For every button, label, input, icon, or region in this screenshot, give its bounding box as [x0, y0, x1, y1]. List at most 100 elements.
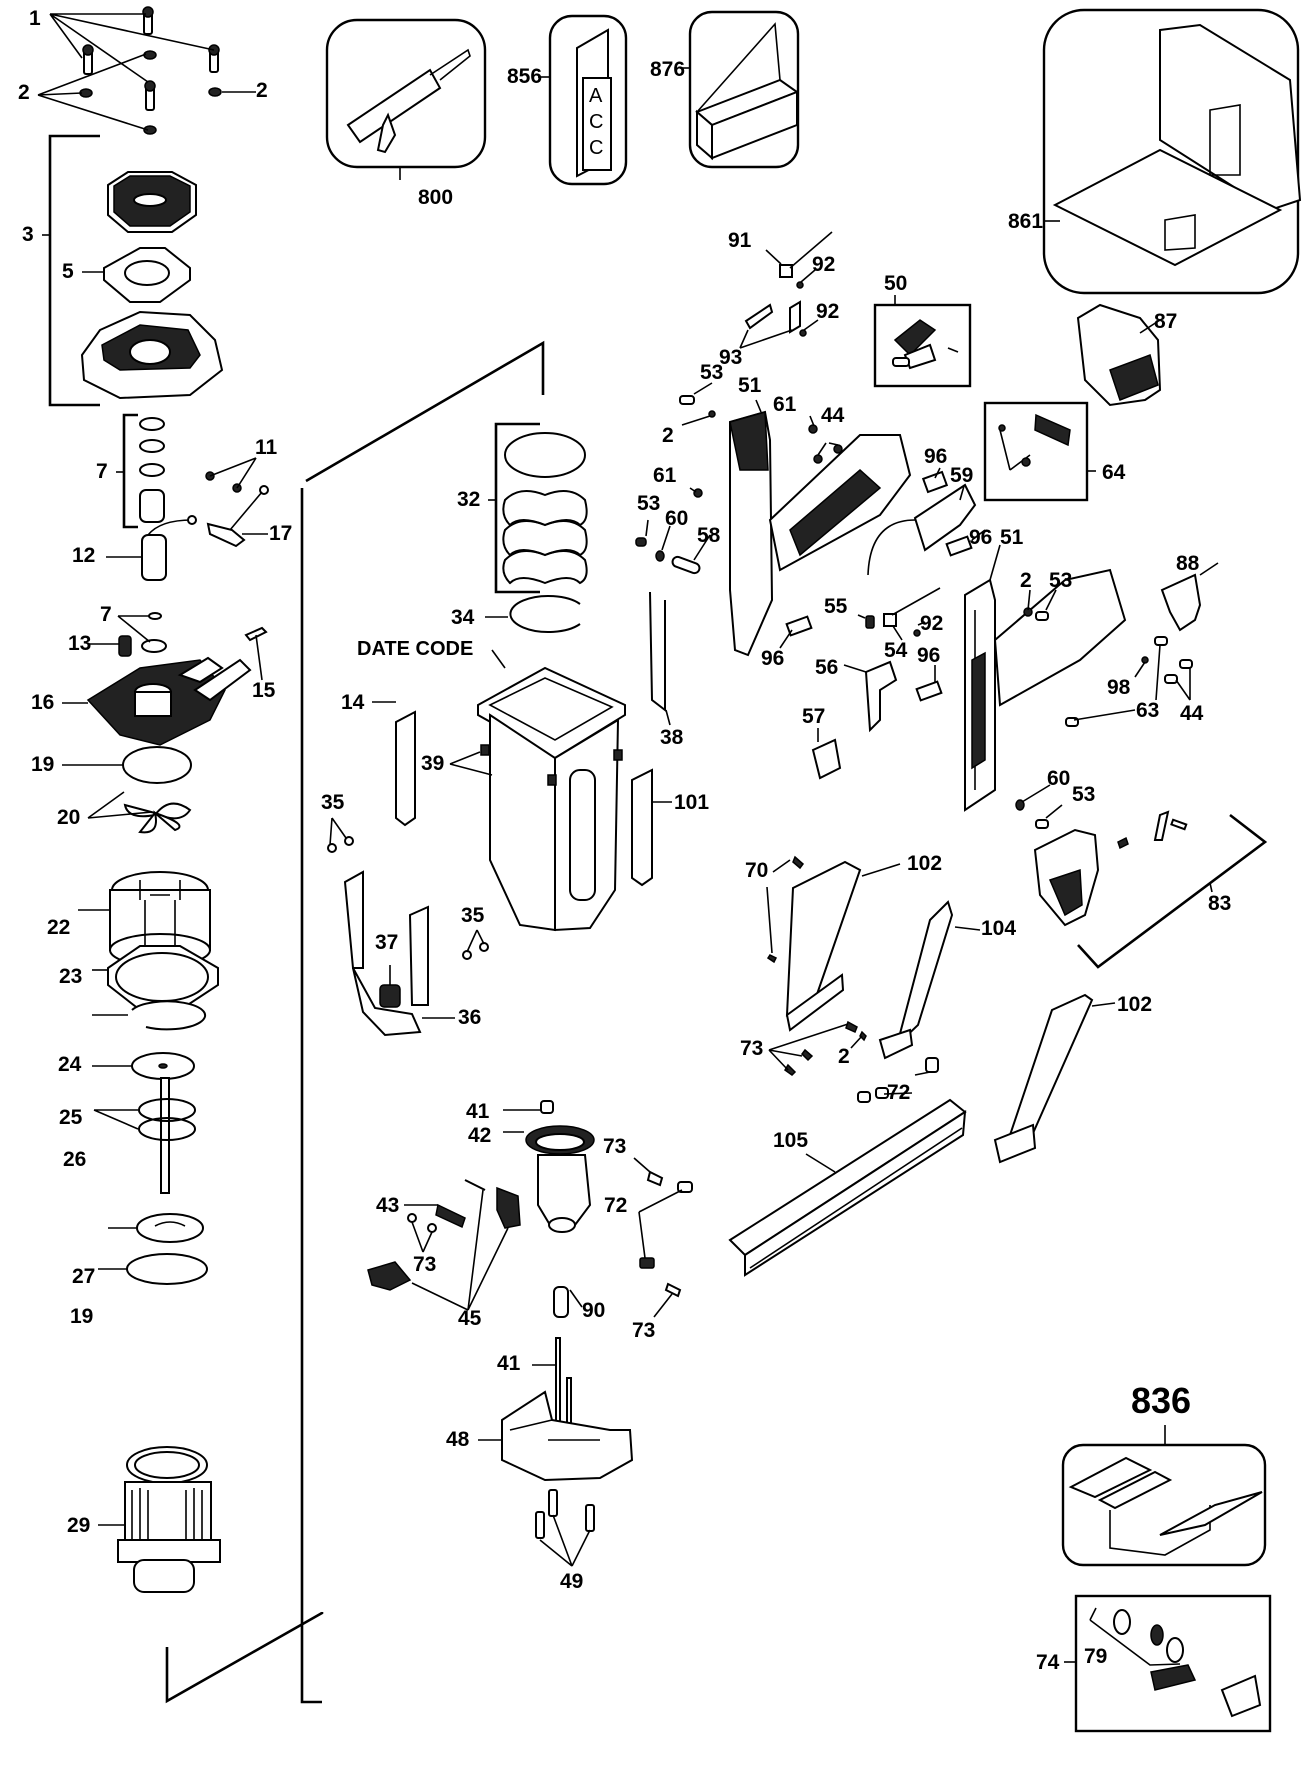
valve-plate-part-16 [86, 656, 252, 746]
callout-55: 55 [824, 595, 848, 618]
contact-assembly-part-64 [983, 401, 1089, 502]
callout-96: 96 [969, 526, 993, 549]
callout-24: 24 [58, 1053, 82, 1076]
callout-98: 98 [1107, 676, 1131, 699]
carry-case-accessory-861 [1042, 8, 1302, 295]
callout-45: 45 [458, 1307, 482, 1330]
screw-part-73 [646, 1170, 664, 1187]
gasket-part-23 [107, 945, 219, 1011]
wire-part-38 [649, 591, 666, 713]
bumper-part-48 [501, 1390, 634, 1482]
callout-104: 104 [981, 917, 1017, 940]
callout-44: 44 [1180, 702, 1204, 725]
screw-part-35 [327, 836, 489, 960]
nut-part-61 [808, 424, 818, 434]
callout-90: 90 [582, 1299, 606, 1322]
driver-guide-part-90 [553, 1286, 569, 1318]
wire-harness-part-91 [779, 231, 833, 278]
callout-22: 22 [47, 916, 71, 939]
pusher-assembly-part-83 [1033, 810, 1188, 927]
pin-part-53d [1035, 819, 1049, 829]
callout-102: 102 [1117, 993, 1153, 1016]
o-ring-kit-part-32 [502, 432, 588, 585]
screw-part-92 [796, 281, 804, 289]
callout-101: 101 [674, 791, 710, 814]
gasket-part-5 [103, 247, 191, 303]
callout-23: 23 [59, 965, 83, 988]
callout-836: 836 [1131, 1380, 1192, 1421]
callout-39: 39 [421, 752, 445, 775]
retaining-ring-part-34 [509, 595, 581, 633]
nut-part-44b [833, 444, 843, 454]
callout-25: 25 [59, 1106, 83, 1129]
callout-93: 93 [719, 346, 743, 369]
callout-73: 73 [632, 1319, 656, 1342]
callout-29: 29 [67, 1514, 91, 1537]
callout-1: 1 [29, 7, 41, 30]
callout-64: 64 [1102, 461, 1126, 484]
seal-kit-part-7 [139, 417, 165, 523]
clip-part-72 [639, 1181, 693, 1269]
callout-61: 61 [653, 464, 677, 487]
sensor-part-54 [883, 587, 941, 627]
piston-part-25 [131, 1052, 195, 1194]
callout-92: 92 [920, 612, 944, 635]
magazine-cover-part-87 [1076, 303, 1162, 407]
callout-3: 3 [22, 223, 34, 246]
callout-7: 7 [100, 603, 112, 626]
callout-38: 38 [660, 726, 684, 749]
callout-19: 19 [31, 753, 55, 776]
callout-91: 91 [728, 229, 752, 252]
callout-44: 44 [821, 404, 845, 427]
pin-part-44 [1179, 659, 1193, 669]
callout-19: 19 [70, 1305, 94, 1328]
screw-part-70 [766, 855, 805, 964]
callout-102: 102 [907, 852, 943, 875]
date-code-label: DATE CODE [357, 638, 474, 660]
retaining-ring-part-24 [131, 1000, 207, 1031]
callout-856: 856 [507, 65, 543, 88]
callout-72: 72 [604, 1194, 628, 1217]
spring-part-55 [865, 615, 875, 629]
callout-876: 876 [650, 58, 686, 81]
spring-part-60 [655, 550, 665, 562]
bracket-part-88 [1160, 573, 1202, 632]
callout-51: 51 [1000, 526, 1024, 549]
callout-73: 73 [740, 1037, 764, 1060]
magazine-rail-part-102b [993, 993, 1094, 1164]
callout-15: 15 [252, 679, 276, 702]
callout-2: 2 [18, 81, 30, 104]
callout-53: 53 [1072, 783, 1096, 806]
callout-17: 17 [269, 522, 293, 545]
callout-59: 59 [950, 464, 974, 487]
callout-96: 96 [917, 644, 941, 667]
callout-87: 87 [1154, 310, 1178, 333]
callout-42: 42 [468, 1124, 492, 1147]
callout-58: 58 [697, 524, 721, 547]
callout-32: 32 [457, 488, 481, 511]
pad-part-96 [785, 615, 943, 702]
callout-35: 35 [321, 791, 345, 814]
o-ring-part-19 [122, 746, 192, 784]
callout-12: 12 [72, 544, 96, 567]
callout-96: 96 [761, 647, 785, 670]
callout-70: 70 [745, 859, 769, 882]
callout-2: 2 [256, 79, 268, 102]
pusher-kit-part-74 [1074, 1594, 1272, 1733]
pin-part-53b [635, 537, 647, 547]
callout-5: 5 [62, 260, 74, 283]
spring-part-37 [379, 984, 401, 1008]
pin-part-53 [679, 395, 695, 405]
bumper-part-27 [136, 1213, 204, 1243]
callout-50: 50 [884, 272, 908, 295]
frame-part-51b [964, 568, 1127, 812]
cap-top-part [107, 171, 197, 233]
screw-part-49 [535, 1489, 595, 1539]
seal-part-7 [141, 639, 167, 653]
callout-16: 16 [31, 691, 55, 714]
callout-56: 56 [815, 656, 839, 679]
toolbox-accessory-836 [1061, 1443, 1267, 1567]
callout-2: 2 [662, 424, 674, 447]
callout-2: 2 [838, 1045, 850, 1068]
